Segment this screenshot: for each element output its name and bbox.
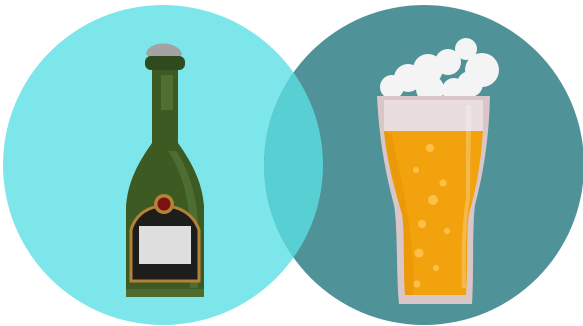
bottle-neck-top bbox=[145, 56, 185, 70]
bottle-label bbox=[139, 226, 191, 264]
bottle-base bbox=[126, 289, 204, 297]
bottle-seal bbox=[158, 198, 171, 211]
bottle-neck-highlight bbox=[161, 75, 173, 110]
